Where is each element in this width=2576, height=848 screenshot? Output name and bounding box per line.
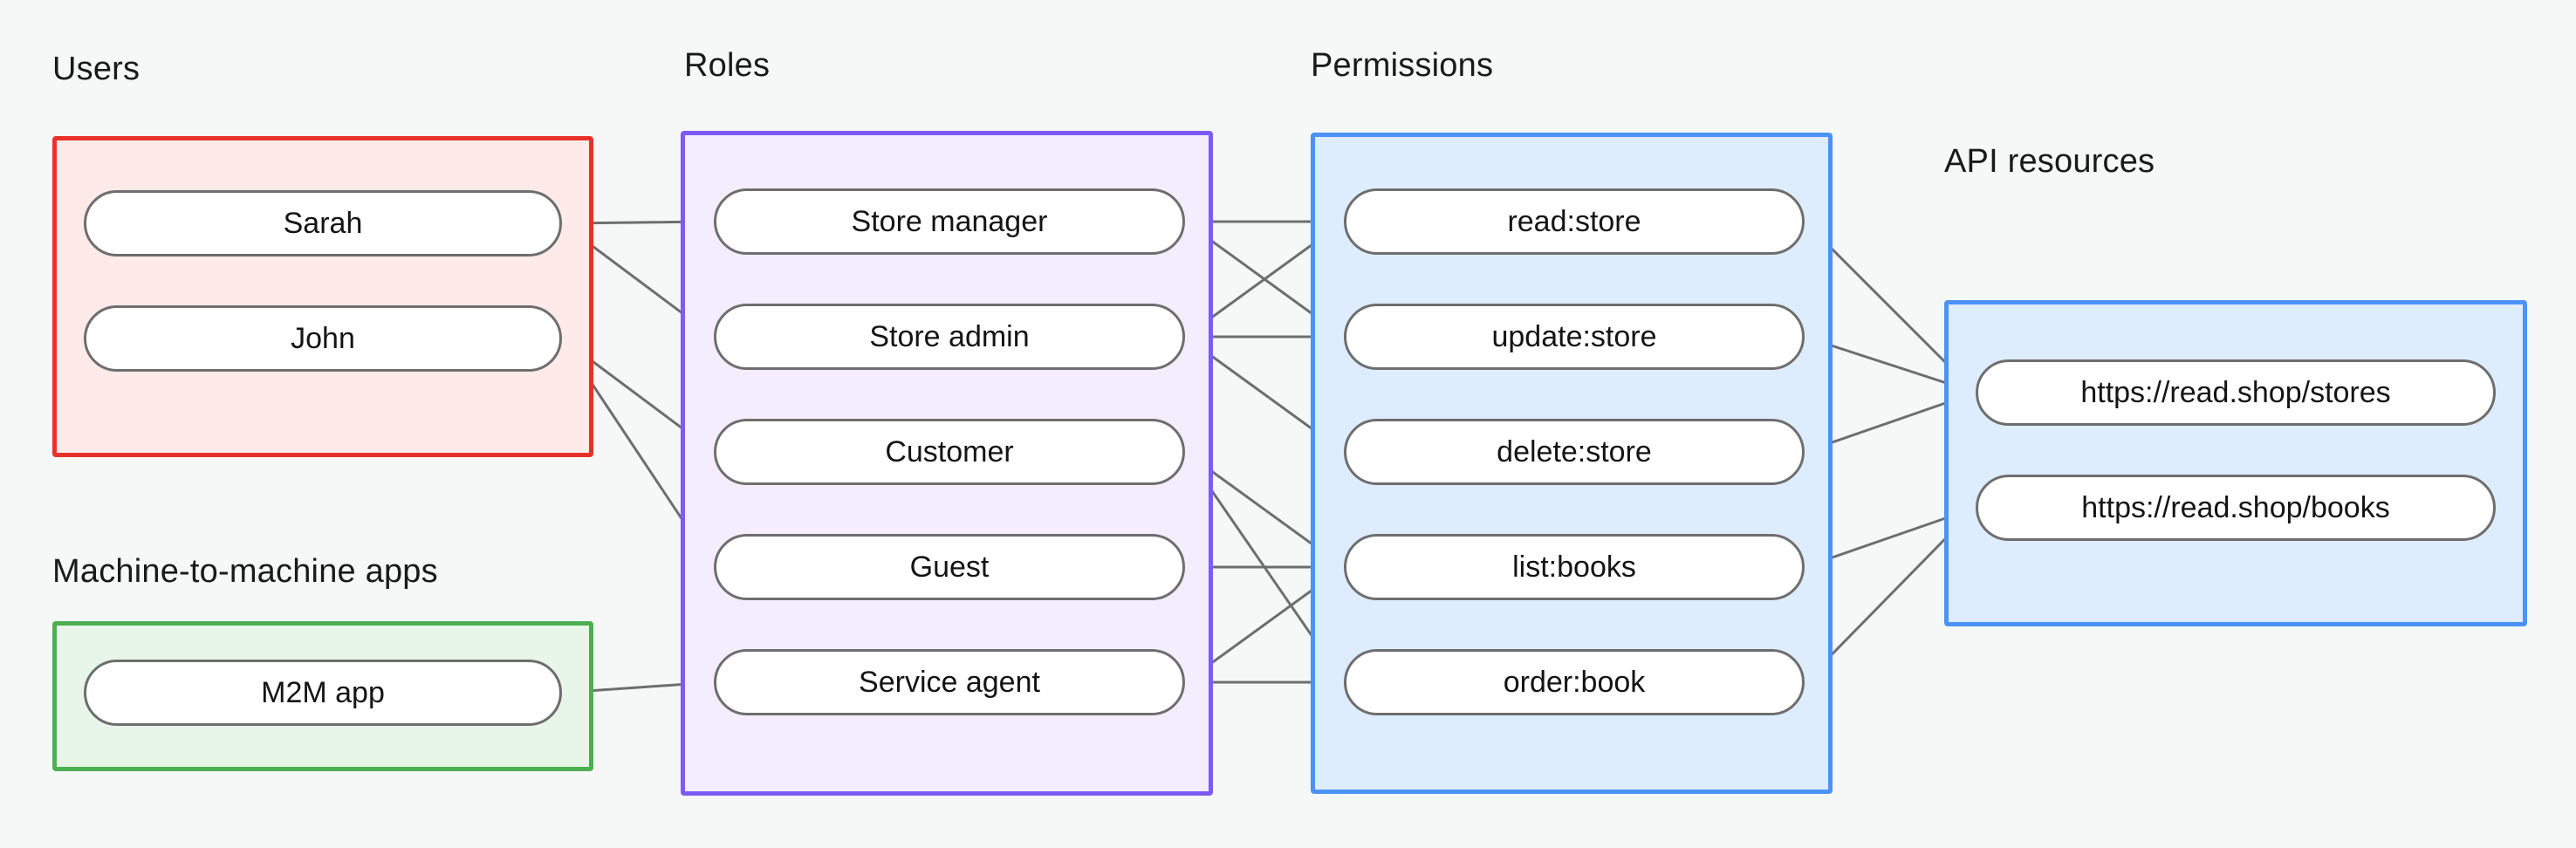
group-box-api [1944,300,2527,626]
group-label-api: API resources [1944,143,2155,180]
node-label: Service agent [859,665,1040,699]
node-label: https://read.shop/books [2081,490,2390,524]
node-label: M2M app [261,675,385,709]
group-label-users: Users [52,51,140,87]
node-label: list:books [1512,550,1636,584]
node-storeadmin[interactable]: Store admin [714,304,1185,370]
node-listbooks[interactable]: list:books [1344,534,1805,600]
node-john[interactable]: John [84,305,562,372]
node-resbooks[interactable]: https://read.shop/books [1976,475,2496,541]
node-label: Store manager [851,204,1048,238]
node-m2mapp[interactable]: M2M app [84,660,562,726]
node-sarah[interactable]: Sarah [84,190,562,256]
node-svcagent[interactable]: Service agent [714,649,1185,715]
node-storemgr[interactable]: Store manager [714,188,1185,255]
node-delstore[interactable]: delete:store [1344,419,1805,485]
node-orderbook[interactable]: order:book [1344,649,1805,715]
node-customer[interactable]: Customer [714,419,1185,485]
node-label: John [291,321,355,355]
node-label: Sarah [283,206,363,240]
node-readstore[interactable]: read:store [1344,188,1805,255]
node-label: update:store [1491,319,1657,353]
node-resstores[interactable]: https://read.shop/stores [1976,359,2496,426]
node-label: order:book [1503,665,1646,699]
node-label: Guest [909,550,990,584]
group-label-roles: Roles [684,47,771,84]
node-updstore[interactable]: update:store [1344,304,1805,370]
node-guest[interactable]: Guest [714,534,1185,600]
node-label: read:store [1507,204,1641,238]
node-label: Store admin [869,319,1030,353]
node-label: Customer [885,434,1014,468]
node-label: delete:store [1497,434,1652,468]
group-box-users [52,136,593,457]
node-label: https://read.shop/stores [2080,375,2391,409]
group-label-m2m: Machine-to-machine apps [52,553,438,590]
group-label-permissions: Permissions [1311,47,1494,84]
